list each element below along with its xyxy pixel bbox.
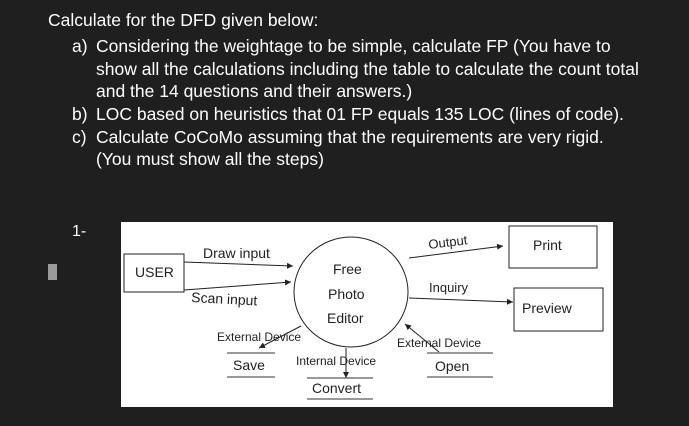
output-line [408,243,504,259]
preview-entity-label: Preview [522,300,573,316]
external-device-left-line [258,325,302,349]
process-label-3: Editor [327,310,364,326]
external-device-right-line [404,323,440,353]
draw-input-label: Draw input [203,245,270,261]
user-entity-label: USER [135,264,174,280]
convert-store-label: Convert [312,380,361,396]
preview-entity [513,287,604,332]
item-a-line-3: and the 14 questions and their answers.) [96,81,413,101]
item-c-line-2: (You must show all the steps) [96,149,324,169]
dfd-diagram: USER Free Photo Editor Draw input Scan i… [121,222,613,407]
external-device-right-label: External Device [397,336,481,350]
item-b-line-1: LOC based on heuristics that 01 FP equal… [96,104,624,124]
question-heading: Calculate for the DFD given below: [48,10,319,30]
item-a-line-2: show all the calculations including the … [96,59,639,79]
item-c-line-1: Calculate CoCoMo assuming that the requi… [96,127,604,147]
inquiry-line [408,297,514,305]
open-store-label: Open [435,358,469,374]
output-label: Output [428,232,469,252]
save-store-label: Save [233,357,265,373]
process-label-1: Free [333,261,362,277]
external-device-left-label: External Device [217,330,301,344]
inquiry-label: Inquiry [429,280,469,295]
internal-device-label: Internal Device [296,354,376,368]
item-b-marker: b) [72,104,88,124]
item-a-line-1: Considering the weightage to be simple, … [96,36,611,56]
user-entity [123,253,185,293]
process-label-2: Photo [328,286,365,302]
item-c-marker: c) [72,127,87,147]
item-a-marker: a) [72,36,88,56]
draw-input-line [183,261,294,269]
print-entity-label: Print [533,237,562,253]
scan-input-label: Scan input [191,289,258,308]
diagram-number: 1- [72,223,87,240]
dfd-svg: USER Free Photo Editor Draw input Scan i… [123,225,604,400]
scan-input-line [183,279,292,291]
text-cursor [48,264,57,280]
print-entity [508,225,598,269]
process-circle [293,236,409,348]
